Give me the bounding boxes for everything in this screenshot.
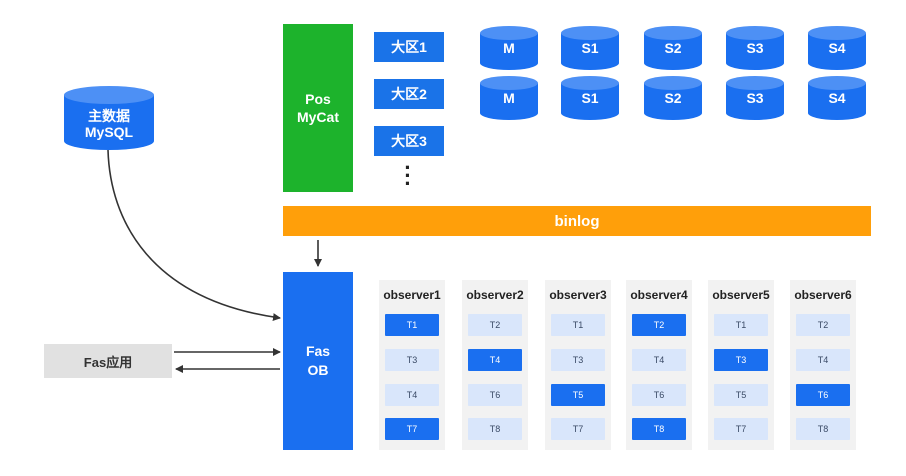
fas-ob-label-2: OB — [307, 362, 329, 378]
master-db-label-1: 主数据 — [88, 108, 130, 124]
master-mysql-db: 主数据 MySQL — [64, 86, 154, 150]
db-cylinder: S2 — [644, 26, 702, 70]
observer-title: observer2 — [466, 288, 524, 302]
task-chip: T7 — [714, 418, 768, 440]
task-chip: T6 — [796, 384, 850, 406]
region-2: 大区2 — [374, 79, 444, 109]
db-cylinder-label: S2 — [664, 40, 682, 56]
fas-ob-label-1: Fas — [305, 343, 331, 359]
observer-title: observer1 — [383, 288, 441, 302]
observer-title: observer5 — [712, 288, 770, 302]
db-cylinder-label: S1 — [581, 90, 599, 106]
task-chip: T8 — [468, 418, 522, 440]
task-chip: T7 — [385, 418, 439, 440]
task-chip: T7 — [551, 418, 605, 440]
db-cylinder: S3 — [726, 26, 784, 70]
task-chip: T3 — [714, 349, 768, 371]
task-chip: T1 — [551, 314, 605, 336]
task-chip: T4 — [796, 349, 850, 371]
task-chip: T2 — [468, 314, 522, 336]
db-cylinder: M — [480, 26, 538, 70]
binlog-bar: binlog — [283, 206, 871, 236]
observer-title: observer3 — [549, 288, 607, 302]
db-cylinder-label: S3 — [746, 40, 764, 56]
pos-mycat-box: Pos MyCat — [283, 24, 353, 192]
db-cylinder-label: S4 — [828, 90, 846, 106]
master-db-label-2: MySQL — [84, 124, 134, 140]
db-cylinder: S4 — [808, 76, 866, 120]
task-chip: T3 — [551, 349, 605, 371]
db-cylinder: S3 — [726, 76, 784, 120]
fas-ob-box: Fas OB — [283, 272, 353, 450]
task-chip: T4 — [632, 349, 686, 371]
db-cylinder: M — [480, 76, 538, 120]
task-chip: T6 — [468, 384, 522, 406]
task-chip: T8 — [632, 418, 686, 440]
db-cylinder: S1 — [561, 26, 619, 70]
pos-mycat-label-1: Pos — [305, 91, 331, 107]
db-cylinder-label: M — [503, 40, 515, 56]
db-cylinder: S1 — [561, 76, 619, 120]
task-chip: T2 — [796, 314, 850, 336]
db-cylinder-label: S3 — [746, 90, 764, 106]
db-cylinder-label: S4 — [828, 40, 846, 56]
region-3: 大区3 — [374, 126, 444, 156]
task-chip: T5 — [714, 384, 768, 406]
ellipsis-dots: ··· — [404, 155, 412, 196]
task-chip: T2 — [632, 314, 686, 336]
observer-title: observer4 — [630, 288, 688, 302]
task-chip: T5 — [551, 384, 605, 406]
task-chip: T6 — [632, 384, 686, 406]
mysql-to-fas-curve — [107, 149, 281, 321]
db-cylinder: S2 — [644, 76, 702, 120]
fas-app-box: Fas应用 — [44, 344, 172, 378]
task-chip: T4 — [468, 349, 522, 371]
task-chip: T4 — [385, 384, 439, 406]
task-chip: T8 — [796, 418, 850, 440]
task-chip: T1 — [385, 314, 439, 336]
region-1: 大区1 — [374, 32, 444, 62]
db-cylinder: S4 — [808, 26, 866, 70]
observer-title: observer6 — [794, 288, 852, 302]
db-cylinder-label: S2 — [664, 90, 682, 106]
db-cylinder-label: M — [503, 90, 515, 106]
db-cylinder-label: S1 — [581, 40, 599, 56]
pos-mycat-label-2: MyCat — [296, 109, 339, 125]
task-chip: T3 — [385, 349, 439, 371]
task-chip: T1 — [714, 314, 768, 336]
